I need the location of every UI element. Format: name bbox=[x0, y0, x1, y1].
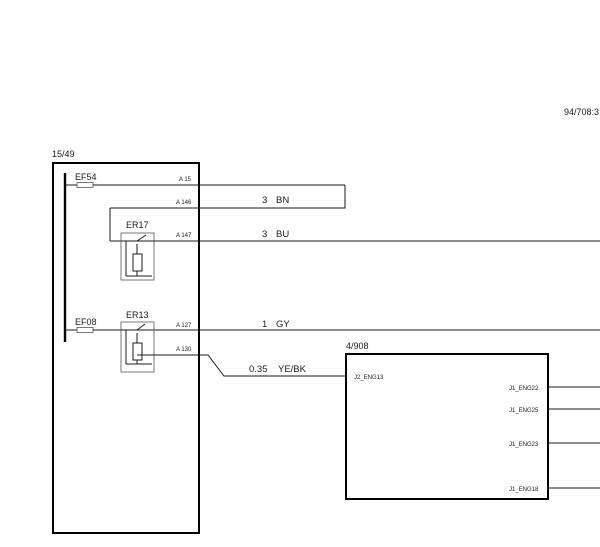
relay-er13-label: ER13 bbox=[126, 310, 149, 320]
wire-ye-bk bbox=[137, 354, 346, 377]
fuse-ef08-label: EF08 bbox=[75, 317, 97, 327]
main-unit-box bbox=[52, 162, 200, 534]
pin-a127-label: A 127 bbox=[176, 323, 192, 329]
fuse-ef08: EF08 bbox=[65, 317, 600, 333]
svg-text:GY: GY bbox=[276, 319, 290, 330]
relay-er13-box bbox=[120, 321, 155, 373]
svg-text:BN: BN bbox=[276, 195, 289, 206]
main-unit-label: 15/49 bbox=[52, 149, 75, 159]
ecu-label: 4/908 bbox=[346, 341, 369, 351]
svg-text:1: 1 bbox=[262, 319, 267, 330]
relay-er17: ER17 bbox=[120, 220, 155, 281]
relay-er17-switch bbox=[136, 234, 147, 242]
pin-a130-label: A 130 bbox=[176, 347, 192, 353]
fuse-ef54-label: EF54 bbox=[75, 172, 97, 182]
svg-text:BU: BU bbox=[276, 229, 289, 240]
fuse-ef54-symbol bbox=[76, 182, 94, 188]
relay-er13-coil bbox=[132, 342, 143, 361]
ecu-pin-j1-eng22: J1_ENG22 bbox=[509, 386, 539, 392]
wire-label-gy: 1 GY bbox=[262, 319, 290, 330]
fuse-ef08-symbol bbox=[76, 327, 94, 333]
ecu-pin-j1-eng23: J1_ENG23 bbox=[509, 442, 539, 448]
pin-a15-label: A 15 bbox=[179, 177, 192, 183]
svg-text:0.35: 0.35 bbox=[249, 364, 268, 375]
svg-text:3: 3 bbox=[262, 195, 267, 206]
svg-text:3: 3 bbox=[262, 229, 267, 240]
relay-er13-switch bbox=[136, 323, 146, 331]
wire-label-bn: 3 BN bbox=[262, 195, 289, 206]
main-unit: 15/49 bbox=[52, 149, 200, 534]
ecu-box bbox=[345, 353, 549, 500]
relay-er13: ER13 bbox=[120, 310, 155, 373]
ecu-pin-j1-eng25: J1_ENG25 bbox=[509, 408, 539, 414]
wire-label-bu: 3 BU bbox=[262, 229, 289, 240]
wire-label-ye-bk: 0.35 YE/BK bbox=[249, 364, 307, 375]
relay-er17-label: ER17 bbox=[126, 220, 149, 230]
diagram-ref-code: 94/708:3 bbox=[564, 107, 599, 117]
ecu-pin-j1-eng18: J1_ENG18 bbox=[509, 487, 539, 493]
fuse-ef54: EF54 bbox=[65, 172, 345, 188]
ecu-pin-j2-eng13: J2_ENG13 bbox=[354, 375, 384, 381]
relay-er17-box bbox=[120, 232, 155, 281]
wire-bn-loop bbox=[110, 185, 346, 209]
ecu-unit: 4/908 J2_ENG13 J1_ENG22 J1_ENG25 J1_ENG2… bbox=[345, 341, 600, 500]
relay-er17-coil bbox=[132, 253, 143, 272]
svg-text:YE/BK: YE/BK bbox=[278, 364, 307, 375]
pin-a147-label: A 147 bbox=[176, 233, 192, 239]
pin-a146-label: A 146 bbox=[176, 200, 192, 206]
